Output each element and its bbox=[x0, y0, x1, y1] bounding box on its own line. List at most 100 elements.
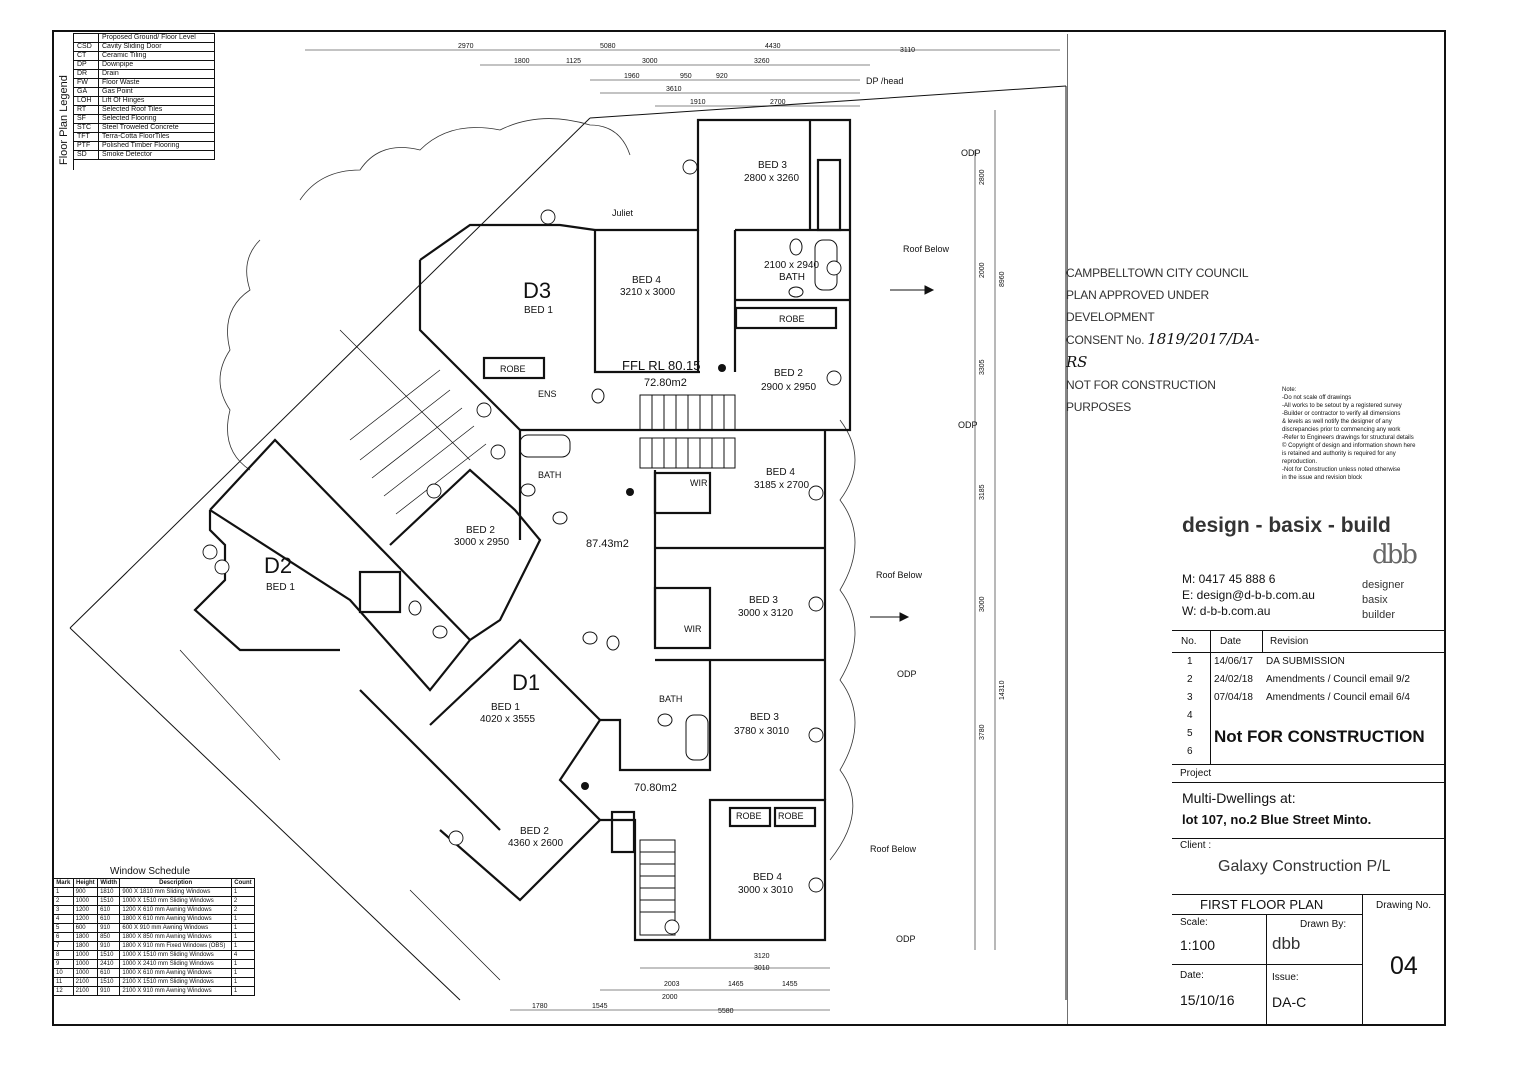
dim-bottom-5: 1465 bbox=[728, 981, 744, 988]
dimension-lines bbox=[305, 49, 1060, 1011]
window-schedule-cell: 1510 bbox=[97, 896, 121, 906]
revision-desc: DA SUBMISSION bbox=[1266, 656, 1345, 667]
dim-right-2: 2000 bbox=[979, 262, 986, 278]
project-line2: lot 107, no.2 Blue Street Minto. bbox=[1182, 812, 1372, 827]
window-schedule-cell: 2 bbox=[230, 896, 256, 906]
window-schedule-cell: 1800 X 910 mm Fixed Windows (OBS) bbox=[119, 941, 232, 951]
window-schedule-cell: 1000 bbox=[72, 968, 99, 978]
dim-bottom-6: 1455 bbox=[782, 981, 798, 988]
dim-bottom-4: 2003 bbox=[664, 981, 680, 988]
legend-desc: Proposed Ground/ Floor Level bbox=[98, 33, 215, 43]
rev-header-no: No. bbox=[1181, 636, 1197, 647]
dim-top-8: 3260 bbox=[754, 58, 770, 65]
note-line: © Copyright of design and information sh… bbox=[1282, 443, 1416, 449]
revision-no: 1 bbox=[1187, 656, 1193, 667]
unit-d3-label: D3 bbox=[523, 278, 551, 303]
roof-below-arrows bbox=[870, 285, 935, 622]
legend-code: STC bbox=[73, 123, 99, 133]
logo-word-2: basix bbox=[1362, 594, 1388, 606]
window-schedule-cell: 610 bbox=[97, 905, 121, 915]
legend-title: Floor Plan Legend bbox=[58, 75, 70, 165]
d1-bed4-size: 3000 x 3010 bbox=[738, 885, 793, 896]
revision-no: 2 bbox=[1187, 674, 1193, 685]
window-schedule-cell: 1 bbox=[230, 941, 256, 951]
legend-desc: Selected Roof Tiles bbox=[98, 105, 215, 115]
window-schedule-cell: 1000 X 2410 mm Sliding Windows bbox=[119, 959, 232, 969]
window-schedule-cell: 1200 bbox=[72, 914, 99, 924]
floor-plan: D3 BED 1 BED 4 3210 x 3000 BED 3 2800 x … bbox=[56, 34, 1447, 1025]
client-divider bbox=[1172, 838, 1446, 839]
verandah-hatch bbox=[179, 329, 501, 981]
odp-4: ODP bbox=[896, 934, 916, 944]
revision-date: 07/04/18 bbox=[1214, 692, 1253, 703]
legend-code: FW bbox=[73, 78, 99, 88]
scale-value: 1:100 bbox=[1180, 937, 1216, 953]
window-schedule-header: Description bbox=[119, 878, 232, 888]
window-schedule-cell: 1000 bbox=[72, 950, 99, 960]
window-schedule-cell: 1510 bbox=[97, 950, 121, 960]
legend-desc: Drain bbox=[98, 69, 215, 79]
window-schedule-cell: 850 bbox=[97, 932, 121, 942]
dim-bottom-2: 1545 bbox=[592, 1003, 608, 1010]
legend-code: GA bbox=[73, 87, 99, 97]
general-notes: Note: -Do not scale off drawings-All wor… bbox=[1282, 386, 1452, 482]
d2-bath-label: BATH bbox=[538, 470, 561, 480]
project-line1: Multi-Dwellings at: bbox=[1182, 790, 1296, 806]
fixtures bbox=[408, 238, 838, 761]
council-stamp: CAMPBELLTOWN CITY COUNCIL PLAN APPROVED … bbox=[1066, 262, 1276, 418]
dim-top-14: 2700 bbox=[770, 99, 786, 106]
company-name: design - basix - build bbox=[1182, 514, 1391, 537]
d1-bed3-size: 3780 x 3010 bbox=[734, 726, 789, 737]
stamp-line5: NOT FOR CONSTRUCTION PURPOSES bbox=[1066, 378, 1216, 414]
note-line: & levels as well notify the designer of … bbox=[1282, 419, 1392, 425]
window-schedule-cell: 3 bbox=[53, 905, 74, 915]
dim-top-7: 3000 bbox=[642, 58, 658, 65]
dim-bottom-3: 5580 bbox=[718, 1008, 734, 1015]
d3-ens-label: ENS bbox=[538, 389, 557, 399]
logo-word-1: designer bbox=[1362, 579, 1405, 591]
project-divider bbox=[1172, 764, 1446, 765]
d3-robe-label: ROBE bbox=[779, 314, 805, 324]
dim-top-1: 2970 bbox=[458, 43, 474, 50]
note-line: -Refer to Engineers drawings for structu… bbox=[1282, 435, 1414, 441]
d1-area: 70.80m2 bbox=[634, 782, 677, 794]
roof-below-3: Roof Below bbox=[870, 844, 917, 854]
window-schedule-cell: 1 bbox=[230, 887, 256, 897]
d1-bed4-label: BED 4 bbox=[753, 872, 782, 883]
legend-code: SF bbox=[73, 114, 99, 124]
window-marks bbox=[202, 159, 842, 935]
window-schedule-cell: 910 bbox=[97, 986, 121, 996]
notes-title: Note: bbox=[1282, 387, 1297, 393]
d3-bed3-label: BED 3 bbox=[758, 160, 787, 171]
legend-code: CSD bbox=[73, 42, 99, 52]
dp-head-label: DP /head bbox=[866, 76, 903, 86]
note-line: in the issue and revision block bbox=[1282, 475, 1363, 481]
window-schedule-cell: 1510 bbox=[97, 977, 121, 987]
window-schedule-cell: 910 bbox=[97, 941, 121, 951]
d2-area: 87.43m2 bbox=[586, 538, 629, 550]
info-col-line-2 bbox=[1362, 894, 1363, 1024]
window-schedule-header: Mark bbox=[53, 878, 74, 888]
logo-words: designer basix builder bbox=[1362, 578, 1404, 623]
info-col-line bbox=[1266, 914, 1267, 1024]
legend-desc: Steel Troweled Concrete bbox=[98, 123, 215, 133]
window-schedule-cell: 900 bbox=[72, 887, 99, 897]
smoke-detectors bbox=[581, 364, 726, 790]
window-schedule-cell: 5 bbox=[53, 923, 74, 933]
window-schedule-cell: 1000 X 1510 mm Sliding Windows bbox=[119, 896, 232, 906]
note-line: -Do not scale off drawings bbox=[1282, 395, 1352, 401]
unit-d1-label: D1 bbox=[512, 670, 540, 695]
legend-desc: Downpipe bbox=[98, 60, 215, 70]
dim-top-10: 950 bbox=[680, 73, 692, 80]
revisions-header-divider bbox=[1172, 652, 1446, 653]
